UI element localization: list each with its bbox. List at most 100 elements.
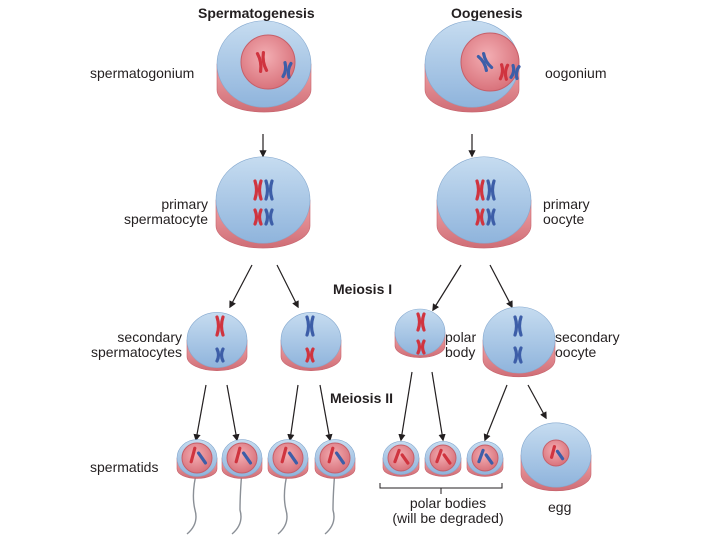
chromatid: [196, 451, 208, 465]
arrow: [229, 264, 253, 309]
egg-cell: [520, 422, 592, 492]
chromatid: [477, 448, 485, 464]
polar-body-small: [424, 441, 462, 477]
chromosome: [253, 179, 263, 201]
chromatid: [475, 208, 481, 226]
chromosome: [400, 453, 410, 465]
chromatid: [498, 63, 505, 81]
chromatid: [264, 179, 270, 201]
chromatid: [257, 179, 263, 201]
arrow: [489, 264, 513, 309]
spermatids-label: spermatids: [90, 459, 159, 475]
chromatid: [219, 315, 225, 337]
chromosome: [498, 63, 510, 81]
nucleus: [319, 442, 351, 474]
chromatid: [305, 315, 311, 337]
meiosis-1-label: Meiosis I: [333, 281, 393, 297]
secondary-oocyte-cell: [482, 306, 556, 378]
chromosome: [234, 446, 242, 464]
chromosome: [513, 346, 523, 364]
chromatid: [286, 61, 293, 79]
primary-oocyte-line-1: primary: [543, 196, 590, 212]
secondary-oocyte-line-1: secondary: [555, 329, 620, 345]
chromatid: [513, 346, 519, 364]
spermatid-cell: [267, 439, 309, 535]
secondary-spermatocytes-label: secondary spermatocytes: [74, 330, 182, 360]
primary-spermatocyte-label: primary spermatocyte: [110, 197, 208, 227]
chromatid: [486, 179, 492, 201]
chromatid: [309, 347, 315, 363]
chromosome: [393, 448, 401, 464]
secondary-spermatocyte-cell: [186, 312, 248, 371]
oogenesis-heading: Oogenesis: [451, 5, 523, 21]
spermatid-head: [314, 439, 356, 479]
chromatid: [255, 52, 263, 73]
chromatid: [334, 451, 346, 465]
nucleus: [181, 442, 213, 474]
sperm-tail: [231, 469, 243, 535]
chromosome: [327, 446, 335, 464]
chromatid: [416, 312, 422, 332]
polar-body-small: [382, 441, 420, 477]
chromatid: [435, 448, 443, 464]
secondary-spermatocytes-line-2: spermatocytes: [90, 344, 182, 360]
nucleus: [429, 444, 457, 472]
sperm-tail: [277, 469, 289, 535]
chromatid: [486, 208, 492, 226]
chromosome: [416, 339, 426, 355]
nucleus: [387, 444, 415, 472]
chromatid: [393, 448, 401, 464]
chromosome: [334, 451, 346, 465]
cytoplasm: [186, 312, 248, 368]
chromosome: [305, 347, 315, 363]
arrow: [483, 384, 508, 442]
polar-body-line-2: body: [445, 344, 476, 360]
chromatid: [555, 449, 565, 461]
chromatid: [268, 179, 274, 201]
chromatid: [257, 208, 263, 226]
egg-label: egg: [548, 499, 572, 515]
arrow: [431, 371, 446, 442]
spermatid-head: [176, 439, 218, 479]
chromatid: [442, 453, 452, 465]
polar-bodies-bracket: [379, 483, 503, 489]
chromatid: [513, 315, 519, 337]
polar-bodies-label: polar bodies (will be degraded): [384, 496, 512, 526]
spermatogonium-cell: [216, 20, 312, 113]
spermatid-head: [267, 439, 309, 479]
chromosome: [241, 451, 253, 465]
spermatid-cell: [221, 439, 263, 535]
chromatid: [253, 179, 259, 201]
spermatid-head: [221, 439, 263, 479]
chromatid: [420, 312, 426, 332]
chromosome: [549, 445, 557, 459]
chromatid: [416, 339, 422, 355]
chromatid: [514, 65, 521, 81]
primary-spermatocyte-line-2: spermatocyte: [123, 211, 208, 227]
spermatogonium-label: spermatogonium: [90, 65, 195, 81]
oogonium-cell: [424, 20, 521, 113]
chromosome: [189, 446, 197, 464]
chromosome: [475, 208, 485, 226]
secondary-spermatocytes-line-1: secondary: [117, 329, 182, 345]
chromosome: [477, 448, 485, 464]
polar-body-small: [466, 441, 504, 477]
arrow: [287, 384, 299, 442]
chromatid: [189, 446, 197, 464]
chromosome: [264, 179, 274, 201]
chromatid: [264, 208, 270, 226]
chromatid: [219, 347, 225, 363]
cytoplasm: [482, 306, 556, 374]
chromatid: [400, 453, 410, 465]
primary-oocyte-label: primary oocyte: [543, 197, 590, 227]
chromatid: [287, 451, 299, 465]
chromatid: [327, 446, 335, 464]
chromatid: [479, 179, 485, 201]
chromosome: [555, 449, 565, 461]
chromosome: [255, 51, 269, 73]
chromatid: [479, 208, 485, 226]
arrow: [319, 384, 333, 442]
chromatid: [309, 315, 315, 337]
cytoplasm: [394, 308, 446, 356]
